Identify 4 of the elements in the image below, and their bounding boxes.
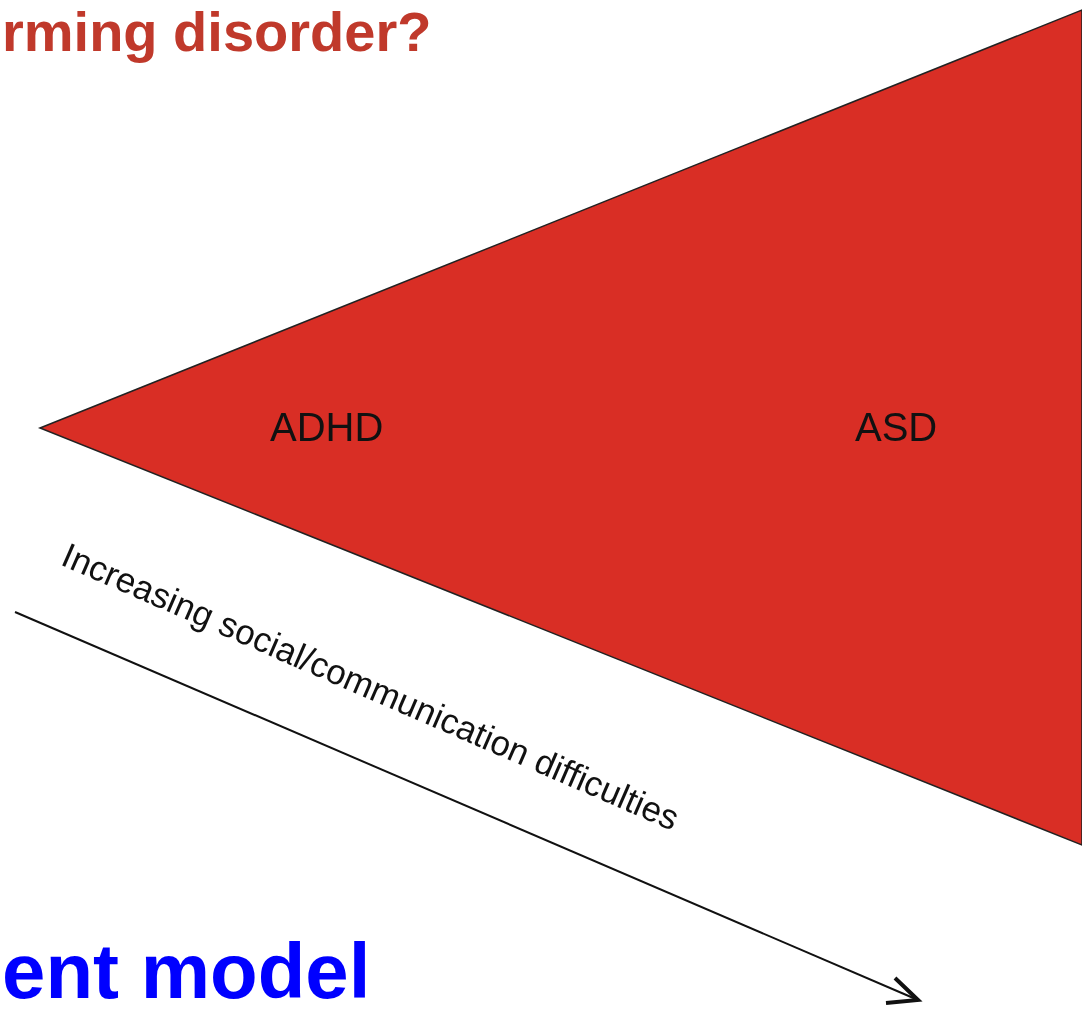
heading-text: ent model [2, 928, 371, 1014]
heading-text: rming disorder? [2, 0, 432, 64]
condition-label: ADHD [270, 405, 384, 450]
condition-label: ASD [855, 405, 938, 450]
